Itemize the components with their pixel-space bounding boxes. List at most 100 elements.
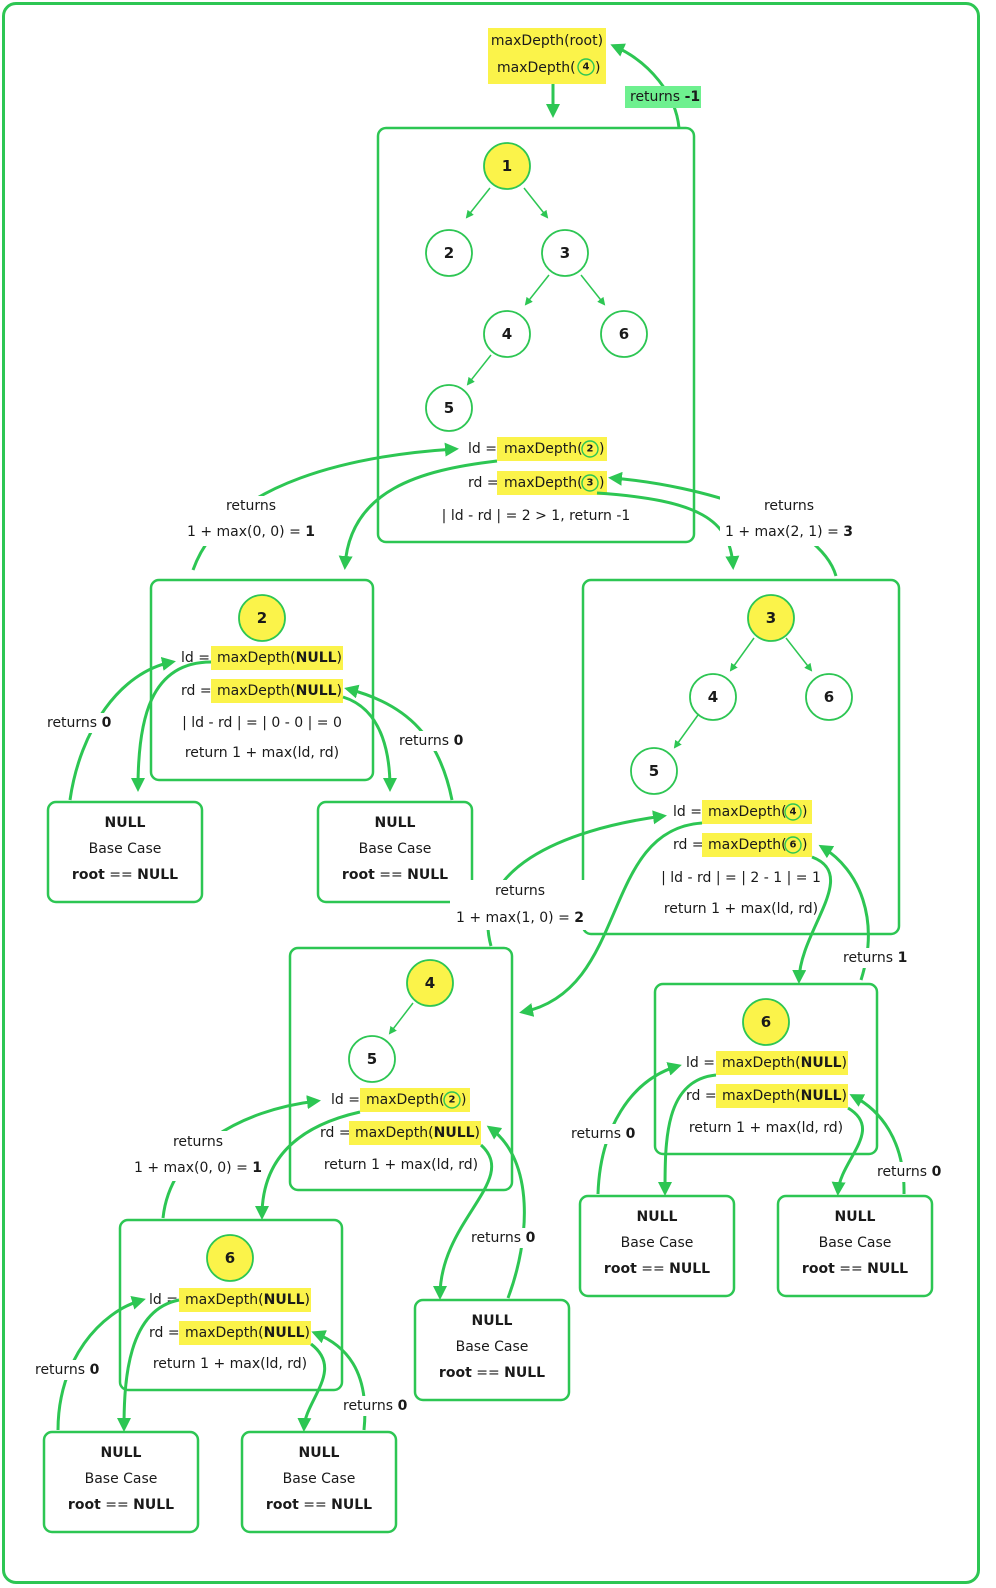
svg-text:maxDepth(NULL): maxDepth(NULL) xyxy=(185,1325,310,1341)
return-label-word: returns xyxy=(173,1134,223,1150)
tree-node-label: 4 xyxy=(502,325,512,343)
frame-return: return 1 + max(ld, rd) xyxy=(324,1157,478,1173)
tree-node-label: 6 xyxy=(761,1013,771,1031)
svg-text:returns 0: returns 0 xyxy=(399,733,464,749)
tree-edge xyxy=(785,637,813,672)
return-label-value: 0 xyxy=(102,715,112,731)
rd-call-close: ) xyxy=(337,683,342,699)
svg-text:returns 0: returns 0 xyxy=(343,1398,408,1414)
ld-call-prefix: maxDepth( xyxy=(722,1055,801,1071)
svg-text:maxDepth(NULL): maxDepth(NULL) xyxy=(217,650,342,666)
tree-node xyxy=(483,310,531,358)
tree-node xyxy=(541,229,589,277)
return-label-word: returns xyxy=(571,1126,621,1142)
svg-text:returns -1: returns -1 xyxy=(630,89,700,105)
frame-node-4 xyxy=(288,946,514,1192)
rd-call-null: NULL xyxy=(801,1088,842,1104)
svg-text:root == NULL: root == NULL xyxy=(72,867,178,883)
rd-label: rd = xyxy=(468,475,499,491)
return-label-value: 0 xyxy=(398,1398,408,1414)
tree-node-label: 1 xyxy=(502,157,512,175)
svg-text:root == NULL: root == NULL xyxy=(266,1497,372,1513)
base-case-title: NULL xyxy=(375,815,416,831)
tree-node xyxy=(805,673,853,721)
return-label-word: returns xyxy=(495,883,545,899)
svg-text:maxDepth(NULL): maxDepth(NULL) xyxy=(722,1055,847,1071)
ld-call-close: ) xyxy=(842,1055,847,1071)
ld-call-prefix: maxDepth( xyxy=(185,1292,264,1308)
svg-text:1 + max(2, 1) = 3: 1 + max(2, 1) = 3 xyxy=(725,524,853,540)
base-case-box: NULL Base Case root == NULL xyxy=(46,800,204,904)
frame-condition: | ld - rd | = | 0 - 0 | = 0 xyxy=(182,715,342,731)
return-label-word: returns xyxy=(343,1398,393,1414)
base-case-subtitle: Base Case xyxy=(819,1235,892,1251)
tree-edge xyxy=(466,354,492,386)
tree-node-label: 3 xyxy=(560,244,570,262)
small-node-label: 2 xyxy=(587,444,594,455)
call-arrow xyxy=(338,459,498,570)
svg-text:returns 0: returns 0 xyxy=(877,1164,942,1180)
tree-node-label: 4 xyxy=(425,974,435,992)
rd-label: rd = xyxy=(181,683,212,699)
base-case-title: NULL xyxy=(472,1313,513,1329)
ld-call-prefix: maxDepth( xyxy=(217,650,296,666)
svg-text:returns 0: returns 0 xyxy=(571,1126,636,1142)
base-case-cond-op: == xyxy=(472,1365,504,1381)
tree-node-label: 6 xyxy=(824,688,834,706)
return-label-value: 1 xyxy=(252,1160,262,1176)
tree-node xyxy=(630,747,678,795)
small-node-label: 4 xyxy=(583,62,590,73)
small-node-circle xyxy=(581,474,599,492)
base-case-subtitle: Base Case xyxy=(621,1235,694,1251)
ld-call-close: ) xyxy=(461,1092,466,1108)
base-case-cond-op: == xyxy=(835,1261,867,1277)
base-case-box: NULL Base Case root == NULL xyxy=(413,1298,571,1402)
small-node-label: 3 xyxy=(587,478,594,489)
top-return-value: -1 xyxy=(685,89,701,105)
base-case-subtitle: Base Case xyxy=(359,841,432,857)
ld-call-prefix: maxDepth( xyxy=(504,441,583,457)
rd-call-close: ) xyxy=(802,837,807,853)
return-label-word: returns xyxy=(35,1362,85,1378)
base-case-cond-op: == xyxy=(105,867,137,883)
tree-edge xyxy=(388,1002,414,1035)
small-node-circle xyxy=(443,1091,461,1109)
base-case-cond-root: root xyxy=(439,1365,472,1381)
tree-node xyxy=(742,998,790,1046)
ld-label: ld = xyxy=(331,1092,360,1108)
call-arrow xyxy=(255,1110,361,1220)
return-label-value: 1 xyxy=(898,950,908,966)
tree-node xyxy=(238,594,286,642)
rd-call-close: ) xyxy=(305,1325,310,1341)
base-case-cond-null: NULL xyxy=(133,1497,174,1513)
return-label-word: returns xyxy=(764,498,814,514)
return-arrow xyxy=(56,1296,146,1431)
svg-text:1 + max(0, 0) = 1: 1 + max(0, 0) = 1 xyxy=(187,524,315,540)
return-label-word: returns xyxy=(399,733,449,749)
base-case-cond-root: root xyxy=(802,1261,835,1277)
svg-text:returns 0: returns 0 xyxy=(471,1230,536,1246)
tree-node-label: 6 xyxy=(225,1249,235,1267)
ld-call-null: NULL xyxy=(296,650,337,666)
call-arrow xyxy=(433,1143,494,1300)
base-case-cond-op: == xyxy=(101,1497,133,1513)
base-case-box: NULL Base Case root == NULL xyxy=(316,800,474,904)
svg-text:root == NULL: root == NULL xyxy=(439,1365,545,1381)
ld-call-close: ) xyxy=(305,1292,310,1308)
small-node-label: 4 xyxy=(790,807,797,818)
ld-label: ld = xyxy=(686,1055,715,1071)
return-label-value: 3 xyxy=(843,524,853,540)
tree-root: 1 2 3 4 6 5 xyxy=(425,142,648,432)
ld-call-prefix: maxDepth( xyxy=(366,1092,445,1108)
svg-text:returns 1: returns 1 xyxy=(843,950,907,966)
tree-node xyxy=(483,142,531,190)
rd-call-null: NULL xyxy=(296,683,337,699)
ld-call-close: ) xyxy=(802,804,807,820)
tree-edge xyxy=(465,187,491,219)
base-case-cond-null: NULL xyxy=(331,1497,372,1513)
tree-edge xyxy=(524,274,550,306)
base-case-cond-root: root xyxy=(342,867,375,883)
base-case-title: NULL xyxy=(101,1445,142,1461)
svg-text:returns 0: returns 0 xyxy=(47,715,112,731)
